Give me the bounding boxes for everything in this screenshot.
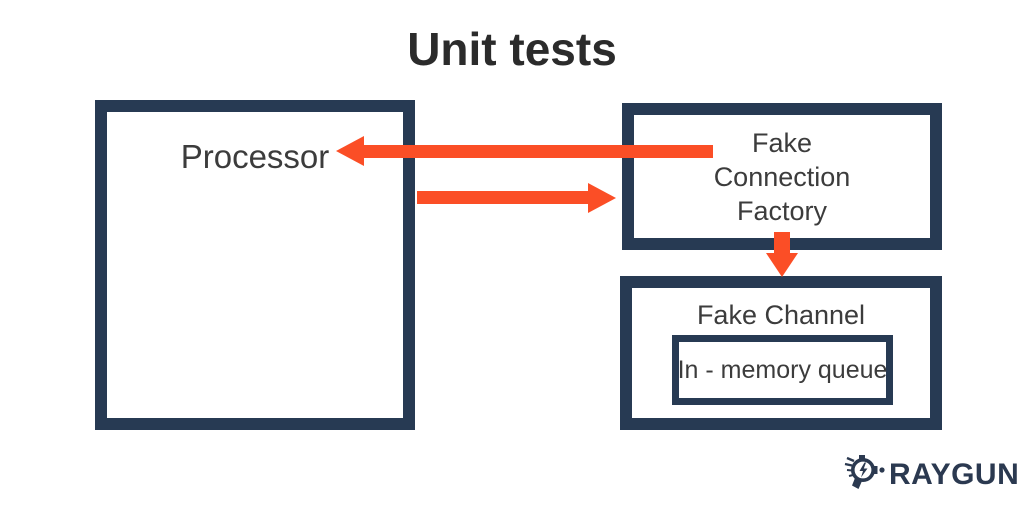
processor-label: Processor [180,138,330,175]
arrow-processor-to-factory-shaft [417,191,589,204]
arrow-right-icon [588,183,616,213]
arrow-factory-to-processor-shaft [362,145,713,158]
page-title: Unit tests [407,23,617,75]
raygun-logo-text: RAYGUN [889,457,1020,491]
arrow-left-icon [336,136,364,166]
arrow-factory-to-channel-shaft [774,232,790,255]
fake-channel-box: Fake Channel In - memory queue [620,276,942,430]
fake-connection-factory-box: Fake Connection Factory [622,103,942,250]
fake-channel-label: Fake Channel [696,300,866,330]
arrow-down-icon [766,253,798,277]
raygun-icon [842,450,886,499]
factory-label-line-3: Factory [736,195,828,226]
factory-label-line-1: Fake [751,127,813,158]
in-memory-queue-label: In - memory queue [677,355,888,384]
factory-label-line-2: Connection [713,161,851,192]
in-memory-queue-box: In - memory queue [672,335,893,405]
raygun-logo: RAYGUN [842,450,1019,499]
